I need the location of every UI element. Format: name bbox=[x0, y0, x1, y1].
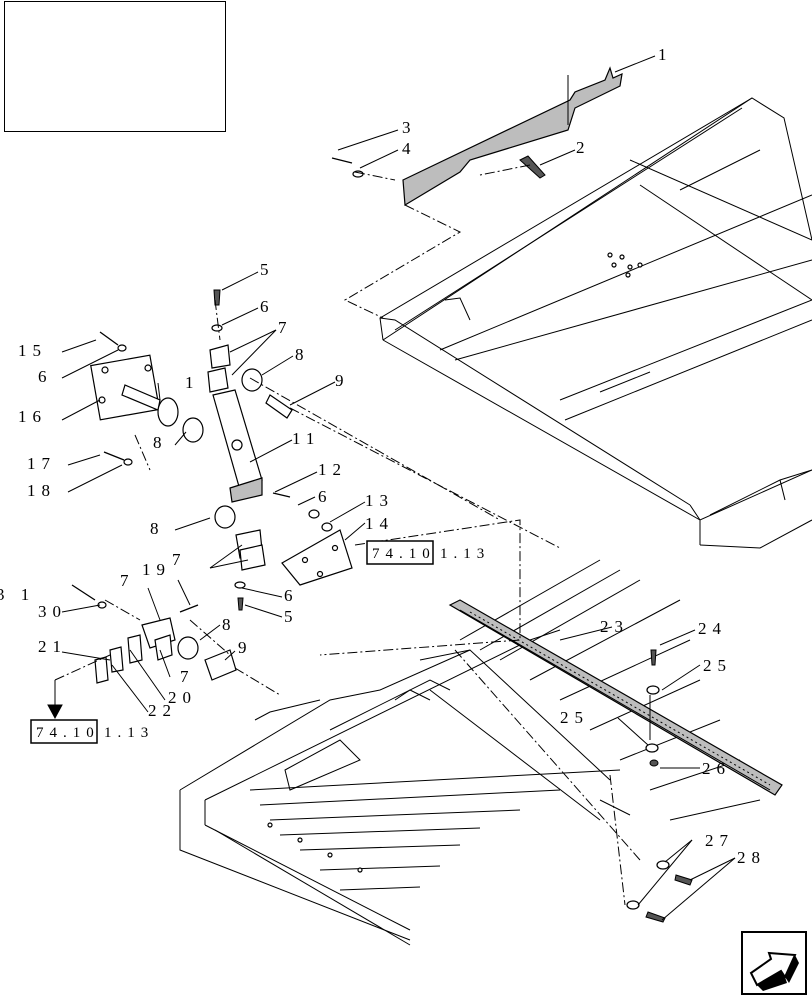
part-3-4-bolt-washer bbox=[331, 157, 364, 178]
callout-30: 30 bbox=[38, 602, 67, 621]
leader-lines bbox=[47, 55, 736, 921]
callout-19: 19 bbox=[142, 560, 171, 579]
callout-2: 2 bbox=[576, 138, 591, 157]
callout-11: 11 bbox=[292, 429, 320, 448]
part-2-rivet bbox=[519, 155, 546, 179]
part-1-wear-strip bbox=[402, 66, 623, 207]
callout-10: 1 bbox=[185, 373, 200, 392]
header-frame-upper bbox=[379, 97, 812, 549]
callout-8b: 8 bbox=[153, 433, 168, 452]
callout-21: 21 bbox=[38, 637, 67, 656]
callout-25b: 25 bbox=[560, 708, 589, 727]
callout-7b: 7 bbox=[172, 550, 187, 569]
callout-20: 20 bbox=[168, 688, 197, 707]
callout-13: 13 bbox=[365, 491, 394, 510]
callout-26: 26 bbox=[702, 759, 731, 778]
callout-3: 3 bbox=[402, 118, 417, 137]
callout-18: 18 bbox=[27, 481, 56, 500]
callout-8d: 8 bbox=[222, 615, 237, 634]
blank-title-box bbox=[4, 1, 226, 132]
callout-27: 27 bbox=[705, 831, 734, 850]
header-frame-lower bbox=[179, 559, 761, 946]
reference-2-suffix: 1.13 bbox=[104, 725, 154, 741]
callout-8c: 8 bbox=[150, 519, 165, 538]
callout-25a: 25 bbox=[703, 656, 732, 675]
bracket-assembly bbox=[71, 289, 353, 684]
part-23-knife-bar bbox=[448, 599, 783, 796]
reference-1-boxed: 74.10 bbox=[372, 546, 436, 562]
callout-14: 14 bbox=[365, 514, 394, 533]
callout-1: 1 bbox=[658, 45, 673, 64]
assembly-lines bbox=[54, 164, 641, 906]
part-24-26-fasteners bbox=[645, 649, 660, 767]
next-page-arrow-icon bbox=[749, 951, 799, 991]
callout-23: 23 bbox=[600, 617, 629, 636]
callout-7d: 7 bbox=[180, 667, 195, 686]
callout-22: 22 bbox=[148, 701, 177, 720]
callout-6c: 6 bbox=[318, 487, 333, 506]
reference-box-2[interactable]: 74.10 1.13 bbox=[30, 719, 154, 744]
callout-4: 4 bbox=[402, 139, 417, 158]
next-page-button[interactable] bbox=[741, 931, 807, 995]
callout-9b: 9 bbox=[238, 638, 253, 657]
reference-1-suffix: 1.13 bbox=[440, 546, 490, 562]
callout-9a: 9 bbox=[335, 371, 350, 390]
callout-7c: 7 bbox=[120, 571, 135, 590]
reference-box-1[interactable]: 74.10 1.13 bbox=[366, 540, 490, 565]
callout-16: 16 bbox=[18, 407, 47, 426]
callout-12: 12 bbox=[318, 460, 347, 479]
part-27-28-fasteners bbox=[626, 860, 693, 923]
callout-15: 15 bbox=[18, 341, 47, 360]
callout-31: 3 1 bbox=[0, 585, 35, 604]
callout-5b: 5 bbox=[284, 607, 299, 626]
callout-labels: 1 2 3 4 5 6 7 8 9 15 6 16 1 8 11 17 18 1… bbox=[0, 45, 766, 867]
callout-6b: 6 bbox=[38, 367, 53, 386]
callout-28: 28 bbox=[737, 848, 766, 867]
callout-8a: 8 bbox=[295, 345, 310, 364]
callout-7a: 7 bbox=[278, 318, 293, 337]
callout-6d: 6 bbox=[284, 586, 299, 605]
reference-2-boxed: 74.10 bbox=[36, 725, 100, 741]
callout-5a: 5 bbox=[260, 260, 275, 279]
callout-17: 17 bbox=[27, 454, 56, 473]
callout-24: 24 bbox=[698, 619, 727, 638]
callout-6a: 6 bbox=[260, 297, 275, 316]
